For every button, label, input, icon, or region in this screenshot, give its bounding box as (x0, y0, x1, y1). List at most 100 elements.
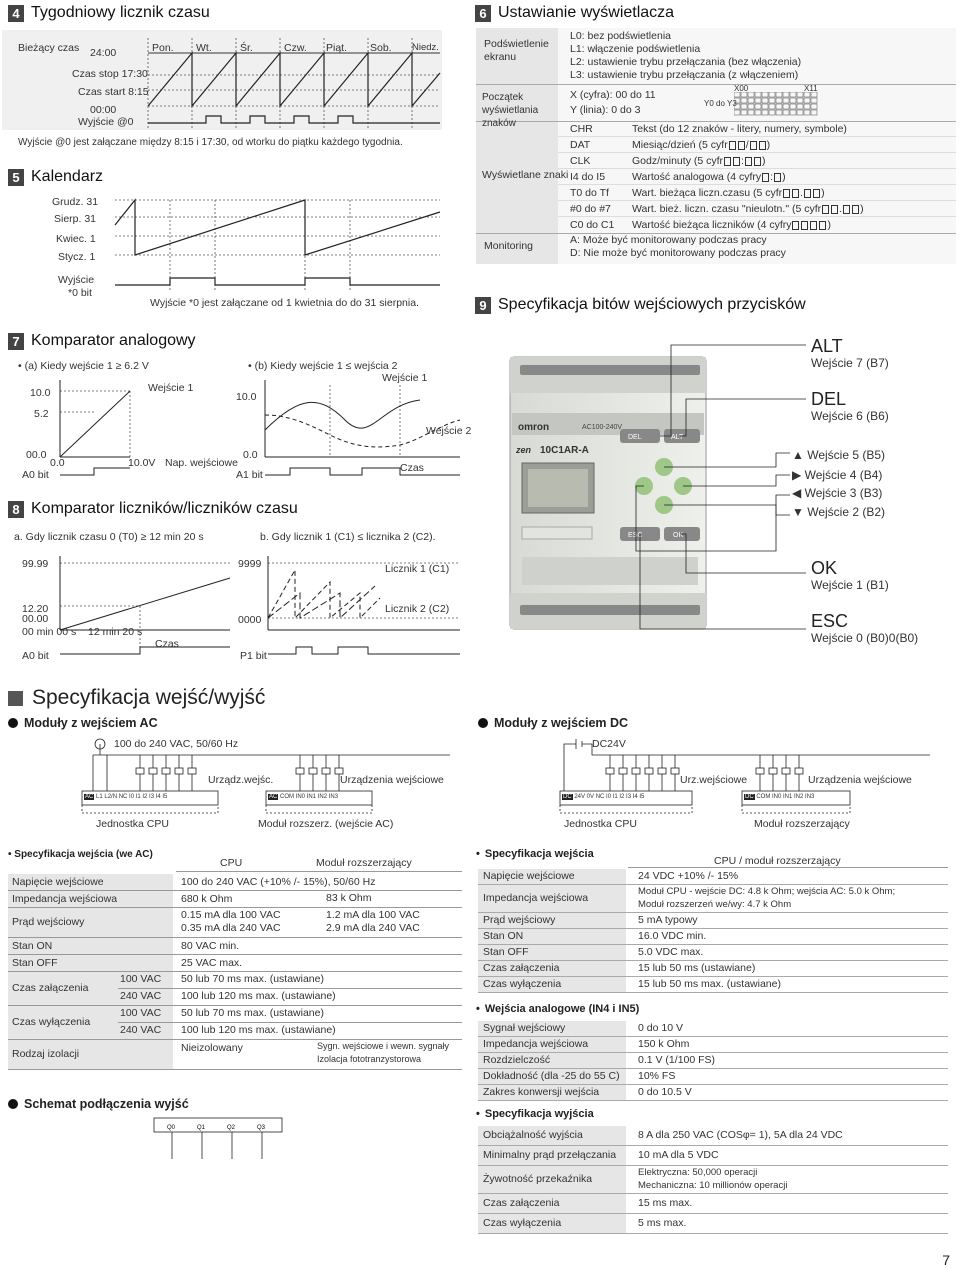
spec-key: Stan ON (12, 939, 53, 952)
chars-key: CLK (570, 155, 591, 167)
comp-b-input1: Wejście 1 (382, 372, 428, 384)
left-arrow-icon: ◀ (792, 486, 802, 500)
dc-tag: DC (562, 794, 573, 800)
del-key-label: DEL (628, 434, 642, 441)
day-mon: Pon. (152, 42, 174, 54)
ac-cpu-label: Jednostka CPU (96, 818, 169, 830)
counter-a-y99: 99.99 (22, 558, 49, 570)
sub-key: 100 VAC (120, 973, 162, 985)
counter-a-time: Czas (155, 638, 179, 650)
chars-desc: Godz/minuty (5 cyfr (632, 155, 724, 167)
chars-desc: Wart. bieżąca liczn.czasu (5 cyfr (632, 187, 783, 199)
col-cpu-ext: CPU / moduł rozszerzający (714, 855, 841, 867)
q1-label: Q1 (197, 1125, 206, 1131)
spec-val: 100 lub 120 ms max. (ustawiane) (181, 990, 336, 1002)
brand-label: omron (518, 422, 549, 433)
bullet-icon (8, 1099, 18, 1109)
day-wed: Śr. (240, 42, 253, 54)
spec-val: Moduł rozszerzeń we/wy: 4.7 k Ohm (638, 899, 792, 910)
section-4-header: 4 Tygodniowy licznik czasu (8, 4, 210, 22)
dc-spec-title: Specyfikacja wejścia (484, 848, 594, 860)
down-key-row: ▼ Wejście 2 (B2) (792, 505, 885, 519)
digit-box-icon (843, 204, 851, 214)
dc-device-label: Urz.wejściowe (680, 774, 748, 786)
chars-end: ) (860, 203, 864, 215)
row-shade (478, 929, 626, 944)
row-shade (478, 869, 626, 884)
page-number: 7 (942, 1252, 950, 1268)
spec-key: Impedancja wejściowa (483, 1038, 589, 1050)
digit-box-icon (749, 140, 757, 150)
digit-box-icon (852, 204, 860, 214)
series-label: zen (515, 445, 532, 455)
spec-val: 10% FS (638, 1070, 676, 1082)
chars-end: ) (766, 139, 771, 151)
row-shade (478, 1037, 626, 1052)
spec-val-ext: 1.2 mA dla 100 VAC (326, 909, 420, 921)
output-label: Wyjście @0 (78, 116, 134, 128)
backlight-line: L0: bez podświetlenia (570, 30, 671, 42)
row-shade (478, 1126, 626, 1145)
spec-key: Napięcie wejściowe (483, 870, 575, 882)
section-number: 7 (8, 332, 24, 350)
spec-val: 0 do 10 V (638, 1022, 683, 1034)
chars-key: DAT (570, 139, 591, 151)
dc-device-label-2: Urządzenia wejściowe (808, 774, 912, 786)
chars-key: CHR (570, 123, 593, 135)
spec-key: Stan OFF (12, 956, 58, 969)
bullet-icon (8, 718, 18, 728)
dc-tag: DC (744, 794, 755, 800)
chars-desc: Wart. bież. liczn. czasu "nieulotn." (5 … (632, 203, 822, 215)
grid-x11: X11 (804, 84, 818, 93)
ac-terminals: AC L1 L2/N NC I0 I1 I2 I3 I4 I5 (84, 794, 167, 800)
digit-box-icon (744, 156, 752, 166)
spec-val: 0.35 mA dla 240 VAC (181, 922, 281, 934)
time-2400: 24:00 (90, 47, 117, 59)
spec-val: 0 do 10.5 V (638, 1086, 692, 1098)
spec-val-ext: 83 k Ohm (326, 892, 372, 904)
up-arrow-icon: ▲ (792, 448, 804, 462)
chars-desc: Wartość bieżąca liczników (4 cyfry (632, 219, 792, 231)
right-key-row: ▶ Wejście 4 (B4) (792, 468, 882, 482)
section-number: 8 (8, 500, 24, 518)
start-label: Początek wyświetlania znaków (482, 92, 539, 129)
digit-box-icon (724, 156, 732, 166)
chars-row: CLK Godz/minuty (5 cyfr:) (558, 153, 956, 169)
section-number: 5 (8, 168, 24, 186)
spec-val: 15 lub 50 ms (ustawiane) (638, 962, 756, 974)
chars-row: DAT Miesiąc/dzień (5 cyfr/) (558, 137, 956, 153)
spec-val-ext: 2.9 mA dla 240 VAC (326, 922, 420, 934)
chars-value: Wart. bież. liczn. czasu "nieulotn." (5 … (632, 203, 864, 215)
weekly-timer-diagram (2, 30, 442, 130)
chars-value: Miesiąc/dzień (5 cyfr/) (632, 139, 770, 151)
digit-box-icon (753, 156, 761, 166)
comp-a-y10: 10.0 (30, 387, 51, 399)
counter-a-caption: a. Gdy licznik czasu 0 (T0) ≥ 12 min 20 … (14, 531, 204, 543)
spec-val: 50 lub 70 ms max. (ustawiane) (181, 1007, 324, 1019)
chars-value: Tekst (do 12 znaków - litery, numery, sy… (632, 123, 847, 135)
comp-a-xlabel: Nap. wejściowe (165, 457, 238, 469)
dc-ext-terminals: DC COM IN0 IN1 IN2 IN3 (744, 794, 814, 800)
col-ext: Moduł rozszerzający (316, 857, 412, 869)
section-number: 4 (8, 4, 24, 22)
row-shade (8, 891, 173, 907)
chars-value: Godz/minuty (5 cyfr:) (632, 155, 765, 167)
spec-val: 5 ms max. (638, 1217, 687, 1229)
left-key-row: ◀ Wejście 3 (B3) (792, 486, 882, 500)
dc-cpu-label: Jednostka CPU (564, 818, 637, 830)
ok-button-label: OK (811, 558, 838, 578)
section-square-icon (8, 690, 23, 706)
section-number: 6 (475, 4, 491, 22)
section-9-header: 9 Specyfikacja bitów wejściowych przycis… (475, 296, 806, 314)
dc-terminal-labels: 24V 0V NC I0 I1 I2 I3 I4 I5 (574, 794, 645, 800)
chars-desc: Miesiąc/dzień (5 cyfr (632, 139, 728, 151)
del-button (620, 429, 660, 443)
spec-key: Żywotność przekaźnika (483, 1173, 593, 1185)
